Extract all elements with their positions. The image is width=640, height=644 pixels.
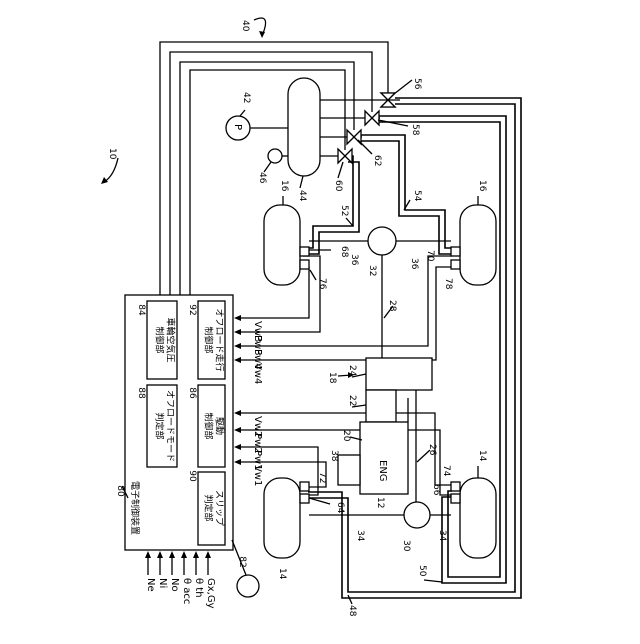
ref-80: 80 [115, 485, 125, 497]
front-differential [404, 502, 430, 528]
throttle [338, 455, 360, 485]
brake-66 [451, 494, 460, 503]
rear-differential [368, 227, 396, 255]
drive-control-label: 駆動制御部 [203, 412, 225, 439]
wheel-speed-78 [451, 260, 460, 269]
ref-78: 78 [443, 278, 453, 290]
input-no: No [169, 578, 180, 592]
controller-title: 電子制御装置 [129, 481, 141, 535]
ref-30: 30 [401, 540, 411, 552]
wheel-rear-right [460, 205, 496, 285]
valve-62 [347, 130, 361, 144]
ref-76: 76 [317, 278, 327, 290]
valve-60 [338, 149, 352, 163]
offroad-mode-judgment-block: オフロードモード判定部 [147, 385, 177, 467]
ref-32: 32 [367, 265, 377, 276]
wheel-speed-74 [451, 482, 460, 491]
ref-14-left: 14 [277, 568, 287, 580]
wheel-front-right [460, 478, 496, 558]
ref-16-left: 16 [279, 180, 289, 192]
pressure-sensor-letter: P [232, 124, 243, 130]
input-theta-th: θ th [193, 578, 204, 598]
wheel-front-left [264, 478, 300, 558]
ref-52: 52 [339, 205, 349, 216]
ref-72: 72 [317, 472, 327, 483]
input-theta-acc: θ acc [181, 578, 192, 604]
tire-pressure-control-label: 車輪空気圧制御部 [154, 317, 177, 362]
brake-64 [300, 494, 309, 503]
ref-84: 84 [136, 304, 146, 316]
ref-12: 12 [375, 497, 385, 508]
input-arrows [145, 551, 211, 575]
ref-74: 74 [441, 465, 451, 477]
offroad-mode-judgment-label: オフロードモード判定部 [154, 390, 176, 462]
ref-20: 20 [341, 430, 351, 442]
ref-34-right: 34 [437, 530, 447, 542]
wheel-speed-76 [300, 260, 309, 269]
ref-40: 40 [240, 20, 250, 32]
input-device-82 [237, 575, 259, 597]
offroad-drive-control-label: オフロード走行制御部 [203, 308, 226, 371]
air-tank [288, 78, 320, 176]
ref-38: 38 [329, 450, 339, 462]
ref-66: 66 [431, 484, 441, 496]
ref-42: 42 [241, 92, 251, 103]
transmission [366, 390, 396, 422]
wheel-rear-left [264, 205, 300, 285]
ref-16-right: 16 [477, 180, 487, 192]
signal-vw4: Vw4 [252, 363, 263, 384]
ref-82: 82 [237, 556, 247, 567]
ref-18: 18 [327, 372, 337, 384]
wheel-speed-72 [300, 482, 309, 491]
ref-14-right: 14 [477, 450, 487, 462]
input-gx-gy: Gx,Gy [205, 578, 216, 609]
ref-90: 90 [187, 470, 197, 482]
ref-68: 68 [339, 246, 349, 258]
ref-62: 62 [372, 155, 382, 166]
ref-70: 70 [425, 250, 435, 262]
transfer [366, 358, 432, 390]
ref-48: 48 [347, 605, 357, 617]
ref-56: 56 [412, 78, 422, 90]
input-ni: Ni [157, 578, 168, 588]
engine-label: ENG [377, 460, 388, 482]
ref-36-left: 36 [349, 254, 359, 266]
ref-34-left: 34 [355, 530, 365, 542]
drive-control-block: 駆動制御部 [198, 385, 225, 467]
ref-28: 28 [387, 300, 397, 312]
ref-60: 60 [333, 180, 343, 192]
offroad-drive-control-block: オフロード走行制御部 [198, 301, 226, 379]
ref-44: 44 [297, 190, 307, 202]
slip-judgment-block: スリップ判定部 [198, 472, 225, 545]
brake-70 [451, 247, 460, 256]
ref-64: 64 [335, 502, 345, 514]
valve-58 [365, 111, 379, 125]
ref-10: 10 [107, 148, 117, 160]
ref-26: 26 [427, 444, 437, 456]
compressor [268, 149, 282, 163]
engine [360, 422, 408, 494]
ref-46: 46 [257, 172, 267, 184]
brake-68 [300, 247, 309, 256]
ref-22: 22 [347, 395, 357, 406]
ref-86: 86 [187, 387, 197, 399]
input-ne: Ne [145, 578, 156, 592]
slip-judgment-label: スリップ判定部 [203, 490, 225, 526]
signal-vw2: Vw2 [252, 416, 263, 437]
ref-50: 50 [417, 565, 427, 577]
front-output-shaft [408, 390, 416, 503]
ref-36-right: 36 [409, 258, 419, 270]
ref-92: 92 [187, 304, 197, 315]
ref-54: 54 [412, 190, 422, 202]
ref-88: 88 [136, 387, 146, 399]
tire-pressure-control-block: 車輪空気圧制御部 [147, 301, 177, 379]
ref-58: 58 [410, 124, 420, 136]
